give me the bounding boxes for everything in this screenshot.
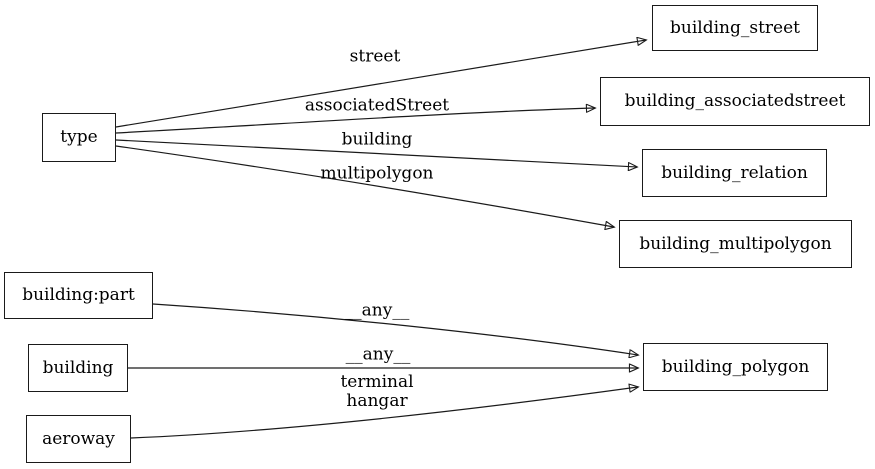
node-building_street: building_street (652, 5, 818, 51)
node-building_polygon: building_polygon (643, 343, 828, 391)
edge-type-building_relation (115, 139, 637, 167)
edge-label-associatedstreet: associatedStreet (304, 95, 450, 116)
edge-building_part-building_polygon (152, 303, 638, 355)
edge-label-terminal: terminal (340, 372, 414, 392)
edge-label-terminal-hangar: terminal hangar (340, 373, 413, 411)
node-building: building (28, 344, 128, 392)
edge-label-street: street (349, 46, 401, 67)
edge-type-building_associatedstreet (115, 108, 595, 134)
edge-type-building_multipolygon (115, 145, 614, 227)
node-building_multipolygon: building_multipolygon (619, 220, 852, 268)
edge-label-any-1: __any__ (344, 300, 410, 321)
edge-label-hangar: hangar (346, 391, 408, 411)
edge-label-building: building (341, 129, 413, 150)
node-type: type (42, 113, 116, 162)
edge-label-multipolygon: multipolygon (320, 163, 434, 184)
node-building_part: building:part (4, 272, 153, 319)
edge-aeroway-building_polygon (130, 387, 638, 439)
node-building_relation: building_relation (642, 149, 827, 197)
edge-type-building_street (115, 40, 646, 128)
node-aeroway: aeroway (26, 415, 131, 463)
node-building_associatedstreet: building_associatedstreet (600, 77, 870, 126)
edge-label-any-2: __any__ (345, 344, 411, 365)
